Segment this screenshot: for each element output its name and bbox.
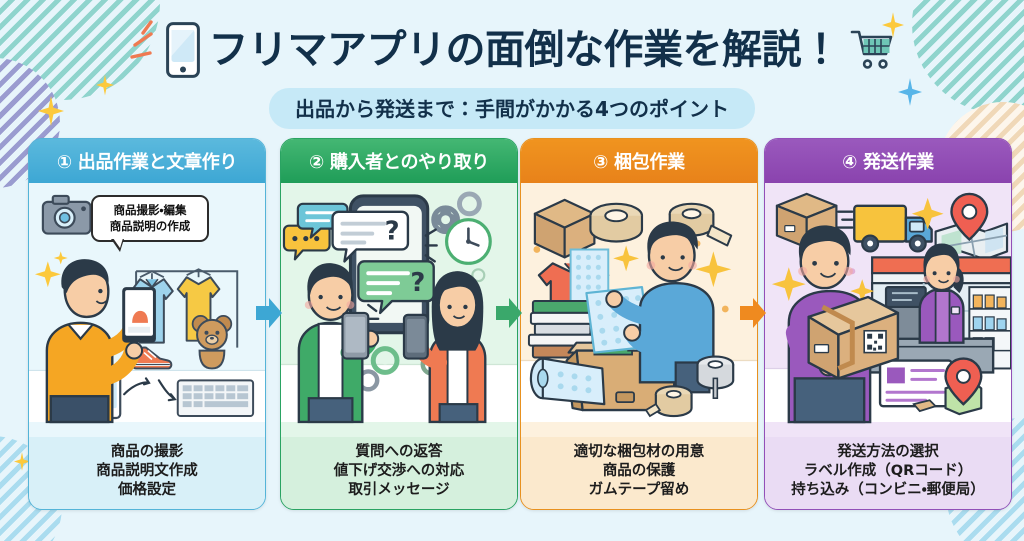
step-4-illustration [765, 183, 1011, 438]
keyboard-icon [176, 379, 255, 418]
question-mark-icon: ? [410, 268, 425, 298]
spark-lines-icon [129, 20, 153, 59]
person-woman-icon [402, 271, 487, 424]
step-3-tasks: 適切な梱包材の用意 商品の保護 ガムテープ留め [521, 437, 757, 509]
step-card-1[interactable]: ① 出品作業と文章作り [28, 138, 266, 510]
question-mark-icon: ? [385, 217, 400, 247]
task-item: 商品の保護 [602, 463, 676, 480]
map-pin-icon-2 [944, 357, 983, 416]
arrow-right-blue [256, 298, 282, 328]
cardboard-box-icon-1 [533, 198, 596, 259]
bubble-wrap-roll-icon [529, 357, 606, 406]
task-item: 商品の撮影 [110, 444, 184, 461]
step-4-tasks: 発送方法の選択 ラベル作成（QRコード） 持ち込み（コンビニ・郵便局） [765, 437, 1011, 509]
step-card-3[interactable]: ③ 梱包作業 [520, 138, 758, 510]
shopping-cart-icon [850, 30, 892, 69]
page-header: フリマアプリの面倒な作業を解説！ 出品から発送まで：手間がかかる4つのポイント [0, 0, 1024, 136]
arrow-right-orange [740, 298, 766, 328]
person-taking-photo [45, 259, 156, 424]
clock-icon [445, 218, 492, 265]
illustration-packing-work [521, 184, 757, 422]
step-1-tasks: 商品の撮影 商品説明文作成 価格設定 [29, 437, 265, 509]
bubble-line-1: 商品撮影・編集 [113, 203, 187, 217]
step-3-illustration [521, 183, 757, 438]
delivery-truck-icon [835, 204, 933, 253]
tape-roll-icon-2 [668, 202, 733, 247]
page-title: フリマアプリの面倒な作業を解説！ [208, 27, 842, 73]
task-item: ラベル作成（QRコード） [803, 463, 973, 480]
step-4-heading: ④ 発送作業 [765, 139, 1011, 183]
step-card-4[interactable]: ④ 発送作業 [764, 138, 1012, 510]
gear-icon-2 [457, 191, 482, 217]
step-2-illustration: ? ? [281, 183, 517, 438]
tape-roll-icon-3 [696, 355, 735, 399]
step-card-2[interactable]: ② 購入者とのやり取り [280, 138, 518, 510]
sparkle-icon [34, 251, 68, 288]
task-item: 適切な梱包材の用意 [573, 444, 705, 461]
page-subtitle: 出品から発送まで：手間がかかる4つのポイント [269, 88, 755, 129]
teddy-bear-icon [191, 314, 233, 370]
step-1-heading: ① 出品作業と文章作り [29, 139, 265, 183]
carried-box-icon [807, 295, 900, 380]
task-item: 価格設定 [118, 482, 176, 499]
step-2-tasks: 質問への返答 値下げ交渉への対応 取引メッセージ [281, 437, 517, 509]
task-item: 発送方法の選択 [837, 444, 939, 461]
speech-bubble-step-1: 商品撮影・編集 商品説明の作成 [91, 195, 209, 253]
step-3-heading: ③ 梱包作業 [521, 139, 757, 183]
small-circle-decor [471, 268, 486, 283]
step-1-illustration: 商品撮影・編集 商品説明の作成 [29, 183, 265, 438]
task-item: 持ち込み（コンビニ・郵便局） [791, 482, 985, 499]
spark-lines-icon [367, 228, 438, 321]
small-box-icon [912, 399, 938, 413]
qr-code-icon [863, 329, 887, 354]
arrow-right-green [496, 298, 522, 328]
gear-icon-1 [431, 205, 460, 235]
task-item: 質問への返答 [355, 444, 443, 461]
illustration-buyer-communication: ? ? [281, 184, 517, 424]
smartphone-icon [341, 311, 370, 360]
chat-bubble-icon-green-question: ? [357, 260, 435, 315]
task-item: 商品説明文作成 [96, 463, 198, 480]
clerk-icon [918, 243, 965, 344]
steps-row: ① 出品作業と文章作り [0, 138, 1024, 513]
tape-roll-icon-1 [589, 202, 644, 243]
illustration-listing-work [29, 184, 265, 424]
shipping-label-icon [878, 359, 953, 408]
person-man-icon [297, 263, 380, 424]
bubble-line-2: 商品説明の作成 [109, 218, 191, 233]
task-item: 取引メッセージ [348, 482, 450, 499]
smartphone-icon [402, 313, 429, 360]
curved-arrow-icons [123, 377, 177, 402]
tape-roll-icon-4 [644, 385, 693, 418]
gear-icon-3 [370, 346, 400, 375]
step-2-heading: ② 購入者とのやり取り [281, 139, 517, 183]
task-item: 値下げ交渉への対応 [333, 463, 465, 480]
illustration-shipping-work [765, 183, 1011, 424]
subtitle-wrap: 出品から発送まで：手間がかかる4つのポイント [0, 88, 1024, 129]
camera-icon [41, 194, 92, 235]
title-row: フリマアプリの面倒な作業を解説！ [0, 20, 1024, 78]
chat-bubble-icon-white-question: ? [331, 210, 410, 263]
smartphone-icon [165, 22, 200, 78]
task-item: ガムテープ留め [588, 482, 690, 499]
